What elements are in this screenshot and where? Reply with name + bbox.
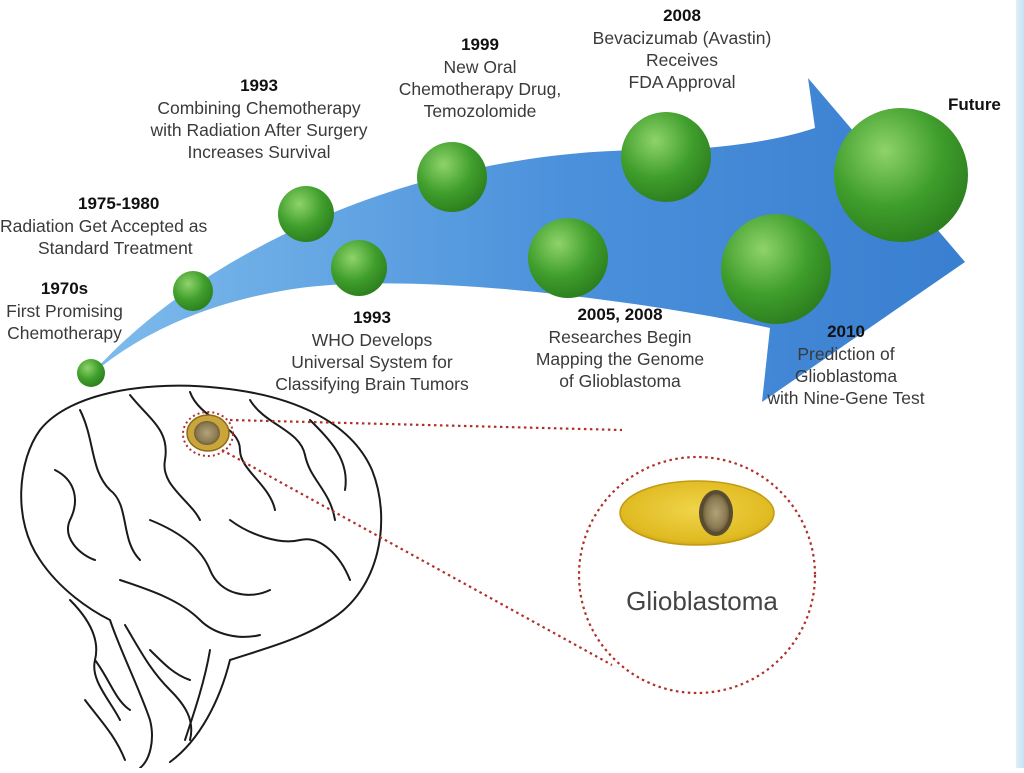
milestone-text: Chemotherapy [7,323,122,343]
milestone-text: Standard Treatment [38,238,193,258]
node-1975-1980 [173,271,213,311]
milestone-text: Radiation Get Accepted as [0,216,208,236]
milestone-year: 2010 [827,322,865,341]
milestone-text: of Glioblastoma [559,371,681,391]
milestone-text: Classifying Brain Tumors [275,374,469,394]
milestone-label-2010: 2010 Prediction of Glioblastoma with Nin… [748,321,944,409]
milestone-year: 1999 [461,35,499,54]
milestone-label-1993-who: 1993 WHO Develops Universal System for C… [252,307,492,395]
right-edge-border [1016,0,1024,768]
glioblastoma-illustration [619,480,775,546]
milestone-text: FDA Approval [628,72,736,92]
milestone-text: New Oral [443,57,517,77]
milestone-label-1993-combining: 1993 Combining Chemotherapy with Radiati… [124,75,394,163]
milestone-text: WHO Develops [311,330,433,350]
milestone-label-1970s: 1970s First Promising Chemotherapy [0,278,147,344]
milestone-nodes [77,108,968,387]
node-2005-2008 [528,218,608,298]
milestone-year: 1993 [353,308,391,327]
milestone-text: Prediction of [797,344,895,364]
milestone-year: 1993 [240,76,278,95]
node-2008 [621,112,711,202]
milestone-text: Receives [646,50,718,70]
future-label: Future [948,95,1001,114]
timeline-arrow [88,78,965,402]
milestone-text: Universal System for [291,352,453,372]
milestone-text: Increases Survival [187,142,331,162]
milestone-text: First Promising [6,301,123,321]
node-1993-who [331,240,387,296]
milestone-text: Combining Chemotherapy [157,98,361,118]
milestone-text: Researches Begin [548,327,692,347]
milestone-text: with Radiation After Surgery [150,120,368,140]
milestone-year: 2008 [663,6,701,25]
node-1970s [77,359,105,387]
milestone-text: Temozolomide [423,101,537,121]
zoom-lines [221,418,817,695]
milestone-text: Glioblastoma [794,366,898,386]
node-1999 [417,142,487,212]
milestone-year: 1970s [40,279,89,298]
milestone-year: 2005, 2008 [577,305,663,324]
milestone-text: with Nine-Gene Test [767,388,925,408]
node-1993-combining [278,186,334,242]
node-future [834,108,968,242]
zoom-circle [577,455,817,695]
milestone-label-1999: 1999 New Oral Chemotherapy Drug, Temozol… [380,34,580,122]
node-2010 [721,214,831,324]
milestone-text: Bevacizumab (Avastin) [592,28,772,48]
glioblastoma-label: Glioblastoma [626,586,778,616]
milestone-year: 1975-1980 [78,194,160,213]
milestone-label-2005-2008: 2005, 2008 Researches Begin Mapping the … [510,304,730,392]
milestone-text: Mapping the Genome [535,349,705,369]
milestone-label-2008: 2008 Bevacizumab (Avastin) Receives FDA … [566,5,798,93]
brain-illustration [20,384,383,769]
tumor-marker [182,411,234,457]
milestone-text: Chemotherapy Drug, [398,79,562,99]
milestone-label-1975-1980: 1975-1980 Radiation Get Accepted as Stan… [0,193,256,259]
